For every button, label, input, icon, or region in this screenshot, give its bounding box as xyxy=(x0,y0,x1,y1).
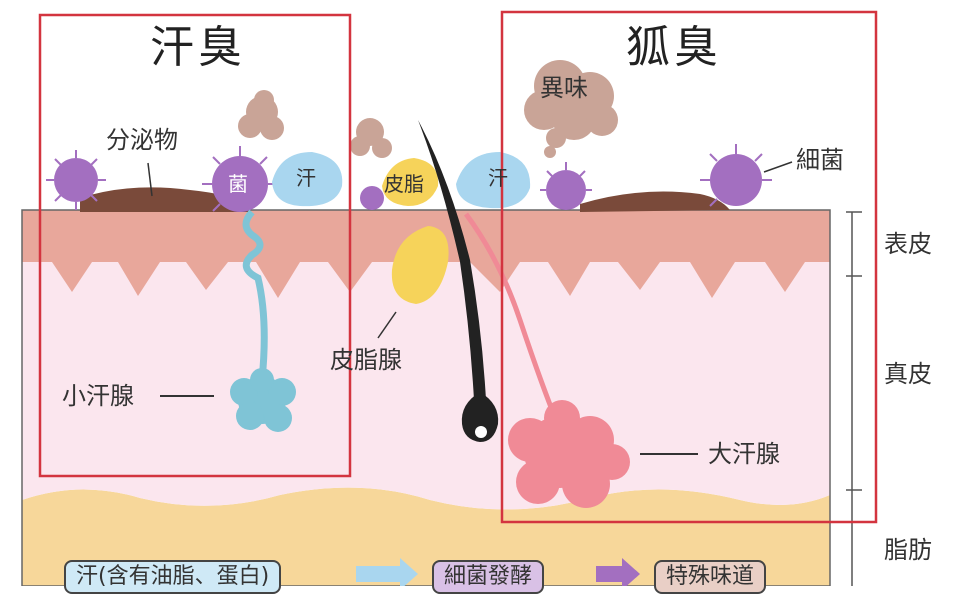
layer-dermis: 真皮 xyxy=(884,360,932,388)
bacteria-left-1 xyxy=(46,150,106,210)
sweat-drop-left xyxy=(272,152,343,207)
label-odor: 異味 xyxy=(540,74,588,102)
flow-arrow-1 xyxy=(356,558,418,586)
skin-block-outline xyxy=(21,209,831,586)
flow-step-smell: 特殊味道 xyxy=(654,560,767,594)
sweat-odor-frame xyxy=(38,13,352,478)
sebaceous-gland xyxy=(391,226,449,304)
label-sweat-left: 汗 xyxy=(296,166,316,190)
odor-cloud-right xyxy=(524,60,618,158)
bacteria-right-1 xyxy=(540,162,592,210)
odor-cloud-left xyxy=(238,90,284,140)
title-sweat-odor: 汗臭 xyxy=(150,22,246,73)
title-bromhidrosis: 狐臭 xyxy=(626,22,722,73)
secretion-blob-right xyxy=(580,191,730,212)
label-secretion: 分泌物 xyxy=(106,126,178,154)
label-eccrine-gland: 小汗腺 xyxy=(62,382,134,410)
hair-bulb xyxy=(461,392,499,442)
eccrine-duct xyxy=(242,209,268,381)
flow-arrow-2 xyxy=(596,558,640,586)
secretion-pointer xyxy=(147,162,153,197)
sweat-drop-right xyxy=(456,152,531,209)
bacteria-center xyxy=(360,186,384,210)
odor-cloud-center xyxy=(350,118,392,158)
layer-fat: 脂肪 xyxy=(884,536,932,564)
apocrine-duct xyxy=(463,212,559,421)
flow-step-sweat: 汗(含有油脂、蛋白) xyxy=(64,560,282,594)
sebum-drop xyxy=(382,158,439,206)
layer-epidermis: 表皮 xyxy=(884,230,932,258)
hair-papilla xyxy=(475,426,487,438)
sebaceous-pointer xyxy=(377,311,397,339)
label-bacteria-right: 細菌 xyxy=(796,146,844,174)
apocrine-gland xyxy=(508,400,630,508)
label-sweat-right: 汗 xyxy=(488,166,508,190)
label-apocrine-gland: 大汗腺 xyxy=(708,440,780,468)
flow-step-fermentation: 細菌發酵 xyxy=(432,560,545,594)
bacteria-pointer xyxy=(763,161,793,173)
layer-bracket xyxy=(846,211,862,586)
dermis-layer xyxy=(22,245,830,510)
eccrine-gland xyxy=(230,368,296,432)
label-sebum: 皮脂 xyxy=(384,172,424,196)
bromhidrosis-frame xyxy=(500,10,878,524)
hair-shaft xyxy=(418,120,486,400)
label-bacteria-left: 菌 xyxy=(228,172,248,196)
bacteria-right-2 xyxy=(700,144,772,207)
bacteria-left-2 xyxy=(202,146,278,212)
label-sebaceous-gland: 皮脂腺 xyxy=(330,346,402,374)
secretion-blob-left xyxy=(80,187,250,212)
